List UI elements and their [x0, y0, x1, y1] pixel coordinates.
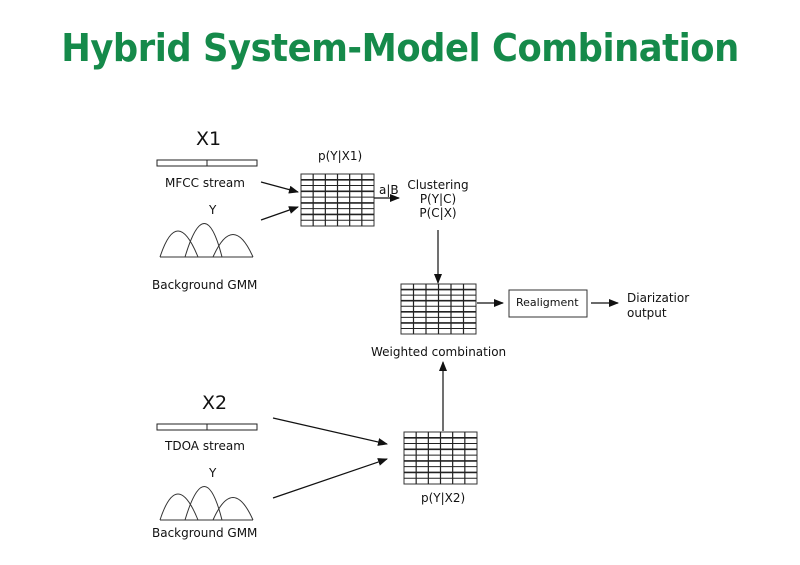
output-line-2: output	[627, 306, 667, 320]
diarization-output-label: Diarizatior output	[627, 291, 689, 321]
matrix2-label: p(Y|X2)	[421, 491, 466, 505]
gmm-curves-2	[159, 486, 254, 521]
gmm1-y-label: Y	[209, 203, 217, 217]
matrix-weighted-combination	[400, 283, 477, 335]
clustering-block: Clustering P(Y|C) P(C|X)	[400, 178, 476, 220]
arrow-gmm-to-matrix1	[260, 206, 299, 221]
clustering-title: Clustering	[407, 178, 469, 192]
mfcc-stream-bar	[156, 159, 258, 167]
clustering-p-c-x: P(C|X)	[419, 206, 457, 220]
arrow-gmm-to-matrix2	[272, 458, 388, 499]
realignment-box	[508, 289, 588, 318]
matrix1-label: p(Y|X1)	[318, 149, 363, 163]
realignment-label: Realigment	[516, 296, 579, 309]
gmm2-y-label: Y	[209, 466, 217, 480]
mfcc-stream-label: MFCC stream	[165, 176, 245, 190]
ab-label: a|B	[379, 183, 399, 197]
clustering-p-y-c: P(Y|C)	[419, 192, 457, 206]
matrix-p-y-x2	[403, 431, 478, 485]
gmm-curves-1	[159, 223, 254, 258]
gmm1-label: Background GMM	[152, 278, 258, 292]
arrow-mfcc-to-matrix1	[260, 181, 299, 194]
tdoa-stream-label: TDOA stream	[165, 439, 245, 453]
matrix-p-y-x1	[300, 173, 375, 227]
output-line-1: Diarizatior	[627, 291, 690, 305]
weighted-combination-label: Weighted combination	[371, 345, 507, 359]
tdoa-stream-bar	[156, 423, 258, 431]
arrow-tdoa-to-matrix2	[272, 417, 388, 446]
gmm2-label: Background GMM	[152, 526, 258, 540]
x1-label: X1	[196, 128, 222, 150]
page-title: Hybrid System-Model Combination	[61, 26, 739, 70]
x2-label: X2	[202, 392, 228, 414]
